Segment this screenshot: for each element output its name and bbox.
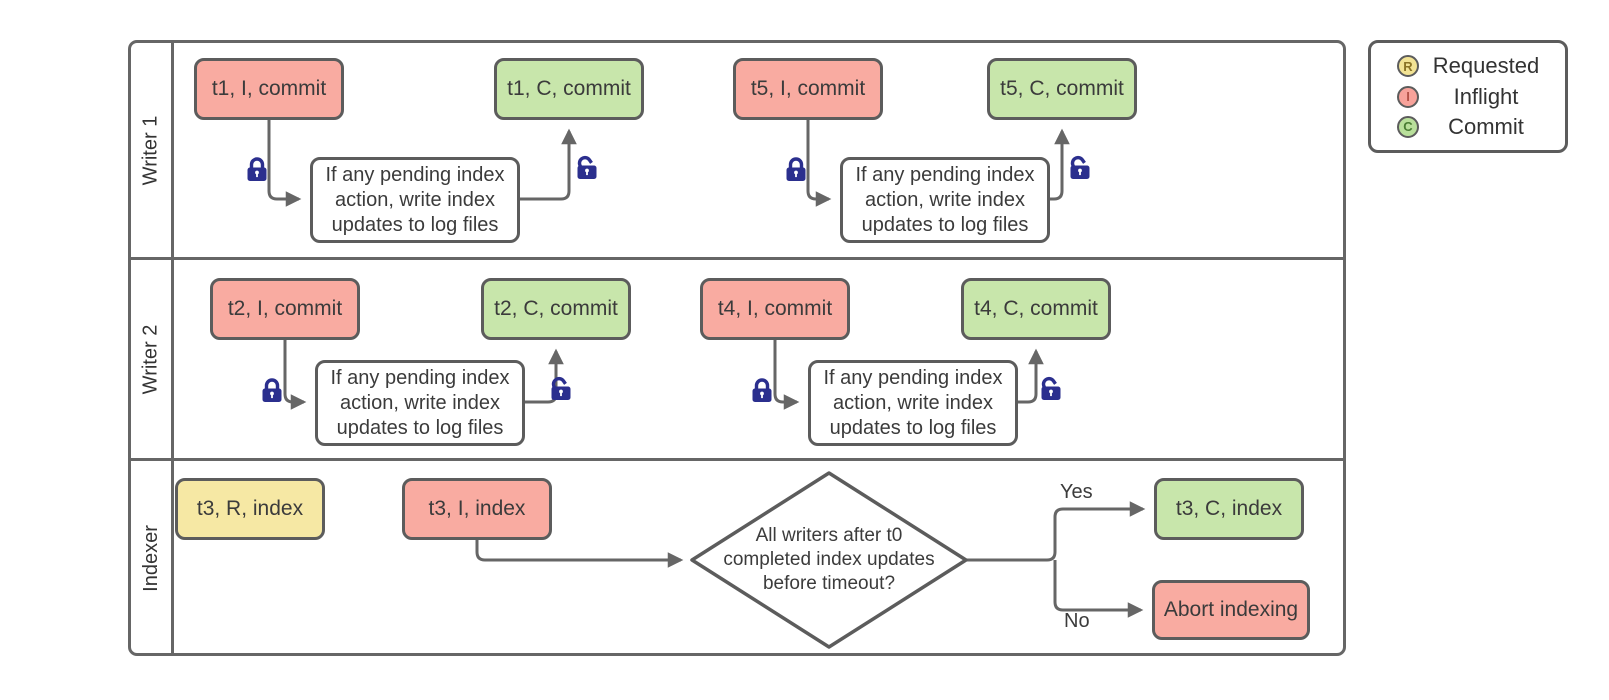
node-t1-inflight: t1, I, commit bbox=[194, 58, 344, 120]
inflight-state-icon: I bbox=[1397, 85, 1419, 108]
legend-row-requested: R Requested bbox=[1397, 53, 1553, 79]
node-t5-process: If any pending index action, write index… bbox=[840, 157, 1050, 243]
node-t5-inflight: t5, I, commit bbox=[733, 58, 883, 120]
node-t4-commit: t4, C, commit bbox=[961, 278, 1111, 340]
node-t2-process: If any pending index action, write index… bbox=[315, 360, 525, 446]
node-t3-inflight: t3, I, index bbox=[402, 478, 552, 540]
lock-closed-icon bbox=[262, 378, 282, 402]
lane-label-divider bbox=[171, 43, 174, 653]
node-abort-indexing: Abort indexing bbox=[1152, 580, 1310, 640]
legend-requested-label: Requested bbox=[1432, 53, 1540, 79]
lane-writer1: Writer 1 bbox=[131, 43, 171, 257]
node-t1-process: If any pending index action, write index… bbox=[310, 157, 520, 243]
decision-question: All writers after t0 completed index upd… bbox=[723, 524, 935, 595]
lane-writer1-label: Writer 1 bbox=[139, 115, 162, 185]
node-t2-commit: t2, C, commit bbox=[481, 278, 631, 340]
node-t4-process: If any pending index action, write index… bbox=[808, 360, 1018, 446]
lane-separator-1 bbox=[131, 257, 1343, 260]
lock-closed-icon bbox=[247, 157, 267, 181]
legend-row-commit: C Commit bbox=[1397, 114, 1553, 140]
lock-open-icon bbox=[551, 376, 571, 400]
commit-state-icon: C bbox=[1397, 115, 1419, 138]
lock-open-icon bbox=[1070, 155, 1090, 179]
node-t2-inflight: t2, I, commit bbox=[210, 278, 360, 340]
lane-indexer: Indexer bbox=[131, 461, 171, 656]
lock-closed-icon bbox=[752, 378, 772, 402]
node-t3-commit: t3, C, index bbox=[1154, 478, 1304, 540]
lane-indexer-label: Indexer bbox=[139, 525, 162, 592]
branch-no-label: No bbox=[1064, 610, 1090, 632]
node-t1-commit: t1, C, commit bbox=[494, 58, 644, 120]
lane-writer2-label: Writer 2 bbox=[139, 324, 162, 394]
lock-open-icon bbox=[577, 155, 597, 179]
lock-open-icon bbox=[1041, 376, 1061, 400]
legend-inflight-label: Inflight bbox=[1453, 83, 1519, 109]
legend-commit-label: Commit bbox=[1448, 113, 1524, 139]
lane-writer2: Writer 2 bbox=[131, 260, 171, 458]
node-t5-commit: t5, C, commit bbox=[987, 58, 1137, 120]
legend-row-inflight: I Inflight bbox=[1397, 84, 1553, 110]
lane-separator-2 bbox=[131, 458, 1343, 461]
requested-state-icon: R bbox=[1397, 55, 1419, 78]
node-t3-requested: t3, R, index bbox=[175, 478, 325, 540]
lock-closed-icon bbox=[786, 157, 806, 181]
branch-yes-label: Yes bbox=[1060, 481, 1093, 503]
node-t4-inflight: t4, I, commit bbox=[700, 278, 850, 340]
legend: R Requested I Inflight C Commit bbox=[1368, 40, 1568, 153]
